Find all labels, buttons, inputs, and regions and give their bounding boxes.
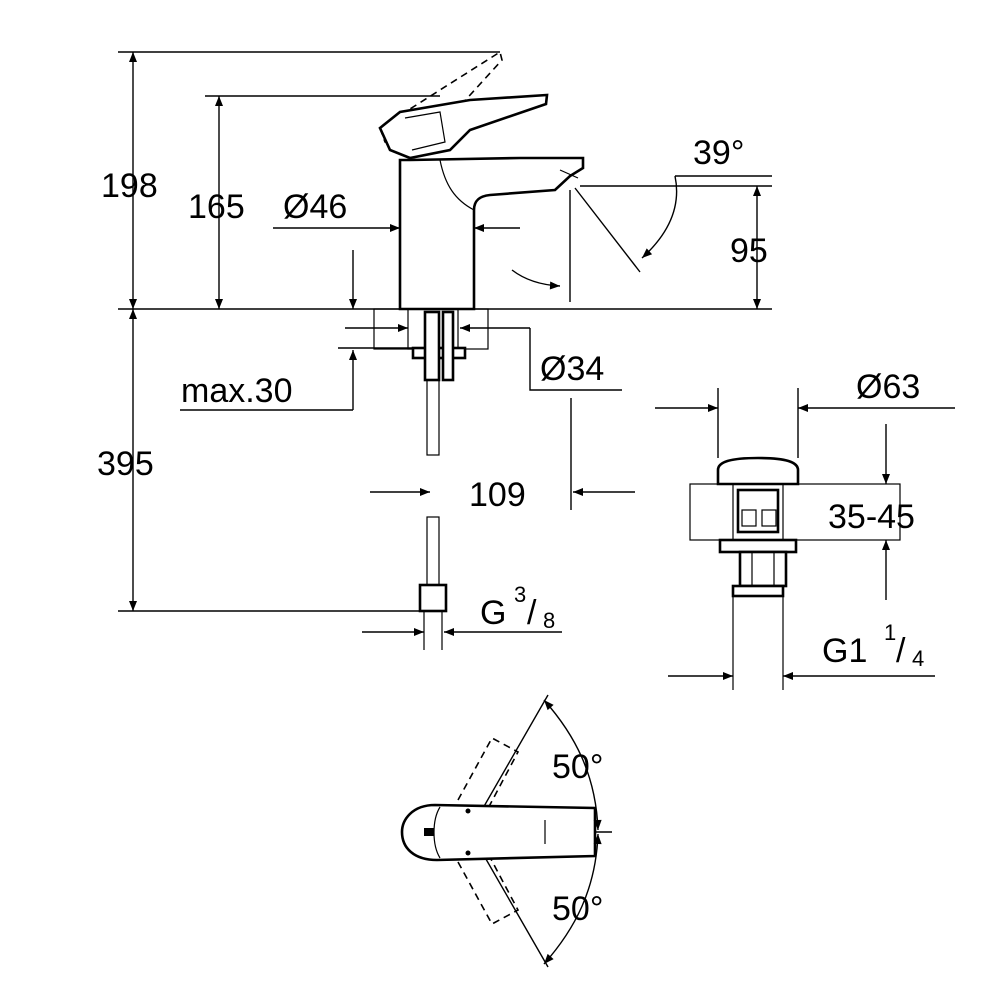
label-39: 39° bbox=[693, 134, 744, 172]
swivel-lower-outline bbox=[457, 845, 520, 926]
waste-cap bbox=[716, 456, 800, 486]
spout-angle-line bbox=[574, 187, 641, 273]
angle-arc-39 bbox=[641, 175, 678, 259]
stud-left bbox=[423, 310, 441, 382]
label-95: 95 bbox=[730, 232, 768, 270]
waste-nut bbox=[738, 550, 788, 588]
label-165: 165 bbox=[188, 188, 245, 226]
waste-washer bbox=[718, 538, 798, 554]
label-395: 395 bbox=[97, 445, 154, 483]
waste-slot-left bbox=[741, 509, 757, 527]
top-view-indicator bbox=[424, 828, 434, 836]
faucet-top-view: 50° 50° bbox=[400, 694, 612, 968]
label-g38-den: 8 bbox=[543, 608, 555, 633]
ext-swivel-upper bbox=[474, 694, 549, 823]
lever-open-outline bbox=[378, 50, 503, 152]
label-50-upper: 50° bbox=[552, 748, 603, 786]
label-109: 109 bbox=[469, 476, 526, 514]
ext-swivel-lower bbox=[474, 839, 549, 968]
stud-right bbox=[441, 310, 455, 382]
label-50-lower: 50° bbox=[552, 890, 603, 928]
waste-slot-right bbox=[761, 509, 777, 527]
label-198: 198 bbox=[101, 167, 158, 205]
hose-lower bbox=[426, 516, 440, 586]
arc-50-upper bbox=[543, 699, 602, 831]
faucet-lever bbox=[378, 93, 549, 160]
label-g114-den: 4 bbox=[912, 646, 924, 671]
waste-body bbox=[736, 488, 780, 534]
aerator-line bbox=[559, 169, 579, 179]
label-g38-main: G bbox=[480, 594, 506, 632]
faucet-side-view: 198 165 Ø46 95 39° max.30 Ø34 395 bbox=[97, 50, 772, 650]
waste-thread-ring bbox=[731, 584, 785, 598]
lever-detail bbox=[404, 111, 446, 151]
label-34: Ø34 bbox=[540, 350, 604, 388]
label-g114-slash: / bbox=[896, 632, 906, 670]
top-view-mark-1 bbox=[465, 808, 471, 814]
top-view-mark-2 bbox=[465, 850, 471, 856]
swivel-upper-outline bbox=[457, 736, 520, 817]
label-63: Ø63 bbox=[856, 368, 920, 406]
label-3545: 35-45 bbox=[828, 498, 915, 536]
waste-valve: Ø63 35-45 G1 1 / 4 bbox=[655, 368, 955, 690]
label-g114-num: 1 bbox=[884, 620, 896, 645]
body-contour bbox=[439, 159, 475, 211]
label-46: Ø46 bbox=[283, 188, 347, 226]
label-g38-num: 3 bbox=[514, 582, 526, 607]
label-g38-slash: / bbox=[527, 594, 537, 632]
label-max30: max.30 bbox=[181, 372, 293, 410]
hose-upper bbox=[426, 379, 440, 456]
leader-34 bbox=[529, 328, 622, 391]
hose-connector bbox=[418, 583, 448, 613]
angle-arc-lower bbox=[511, 269, 561, 290]
arc-50-lower bbox=[543, 833, 602, 965]
label-g114-main: G1 bbox=[822, 632, 867, 670]
